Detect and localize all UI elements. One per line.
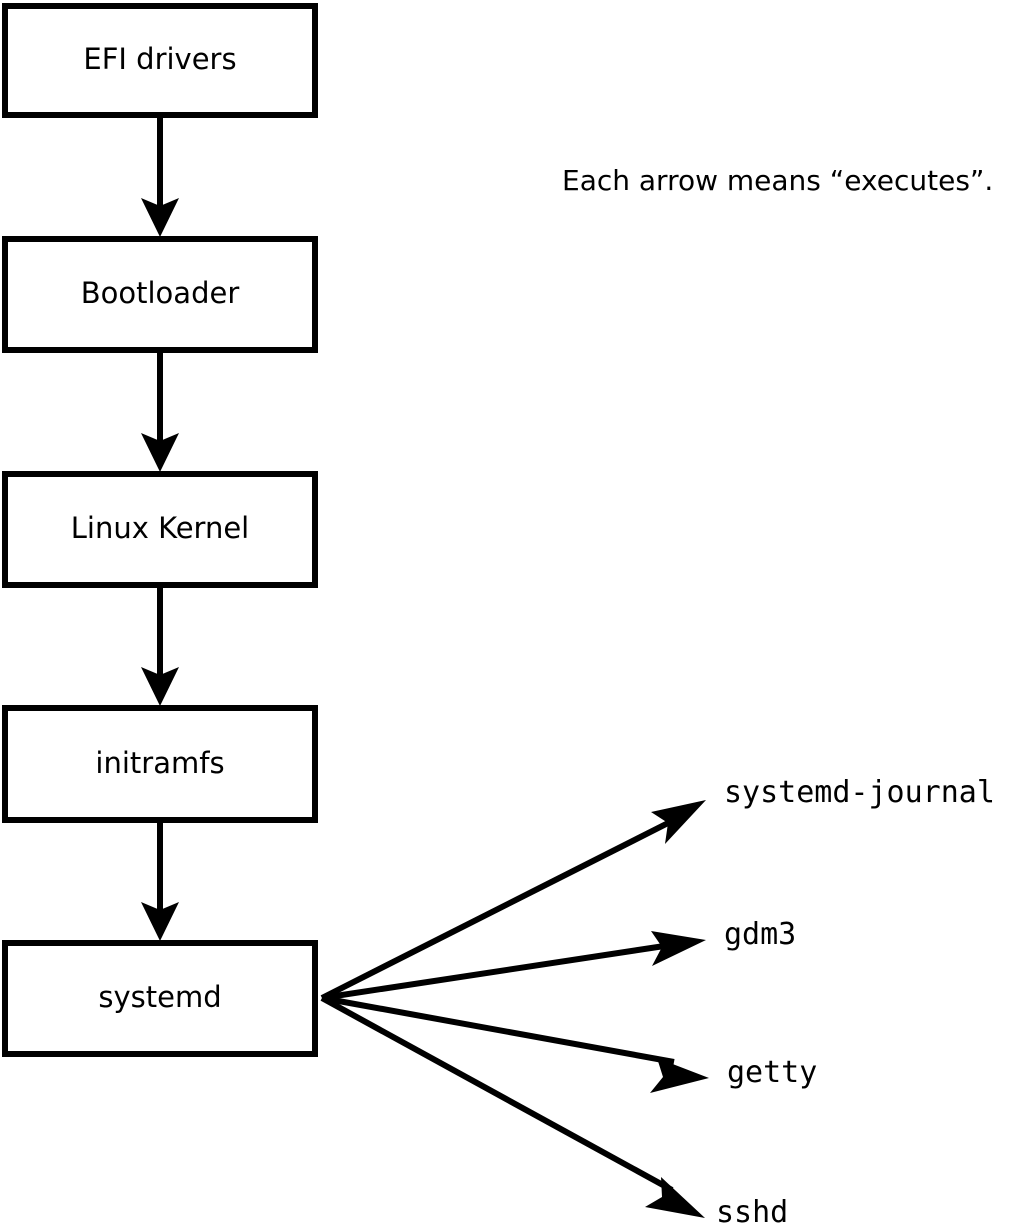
service-label-getty: getty [727, 1055, 817, 1090]
arrow-head-icon [651, 800, 706, 844]
service-label-sshd: sshd [716, 1195, 788, 1230]
arrow-head-down-icon [141, 667, 179, 706]
arrow-shaft [320, 995, 674, 1193]
arrow-head-down-icon [141, 902, 179, 941]
arrow-head-down-icon [141, 198, 179, 237]
arrow-initramfs-to-systemd [141, 823, 179, 941]
arrow-systemd-to-sshd [320, 995, 705, 1218]
node-efi-drivers-label: EFI drivers [83, 42, 236, 76]
service-label-gdm3: gdm3 [724, 917, 796, 952]
arrow-bootloader-to-linux-kernel [141, 353, 179, 472]
node-bootloader-rect [2, 236, 318, 353]
boot-chain-boxes: EFI drivers Bootloader Linux Kernel init… [2, 3, 318, 1057]
vertical-arrows [141, 118, 179, 941]
arrow-head-icon [650, 1058, 709, 1093]
service-labels: systemd-journal gdm3 getty sshd [716, 775, 995, 1230]
arrow-systemd-to-gdm3 [321, 931, 706, 1001]
node-linux-kernel-label: Linux Kernel [71, 511, 249, 545]
node-initramfs-rect [2, 705, 318, 823]
node-linux-kernel-rect [2, 471, 318, 588]
node-systemd[interactable]: systemd [2, 940, 318, 1057]
arrow-shaft [321, 942, 672, 1001]
arrow-head-icon [651, 931, 706, 966]
arrow-efi-drivers-to-bootloader [141, 118, 179, 237]
service-label-systemd-journal: systemd-journal [724, 775, 995, 810]
arrow-systemd-to-systemd-journal [320, 800, 706, 1001]
arrow-head-icon [645, 1177, 705, 1218]
arrow-meaning-annotation: Each arrow means “executes”. [562, 164, 993, 197]
node-bootloader-label: Bootloader [81, 276, 240, 310]
node-initramfs-label: initramfs [95, 746, 224, 780]
node-efi-drivers[interactable]: EFI drivers [2, 3, 318, 118]
arrow-shaft [321, 995, 675, 1065]
systemd-fanout-arrows [320, 800, 709, 1218]
node-bootloader[interactable]: Bootloader [2, 236, 318, 353]
arrow-head-down-icon [141, 433, 179, 472]
arrow-systemd-to-getty [321, 995, 709, 1093]
arrow-shaft [320, 817, 676, 1001]
node-initramfs[interactable]: initramfs [2, 705, 318, 823]
node-efi-drivers-rect [2, 3, 318, 118]
node-systemd-rect [2, 940, 318, 1057]
arrow-linux-kernel-to-initramfs [141, 588, 179, 706]
node-linux-kernel[interactable]: Linux Kernel [2, 471, 318, 588]
node-systemd-label: systemd [98, 980, 221, 1014]
